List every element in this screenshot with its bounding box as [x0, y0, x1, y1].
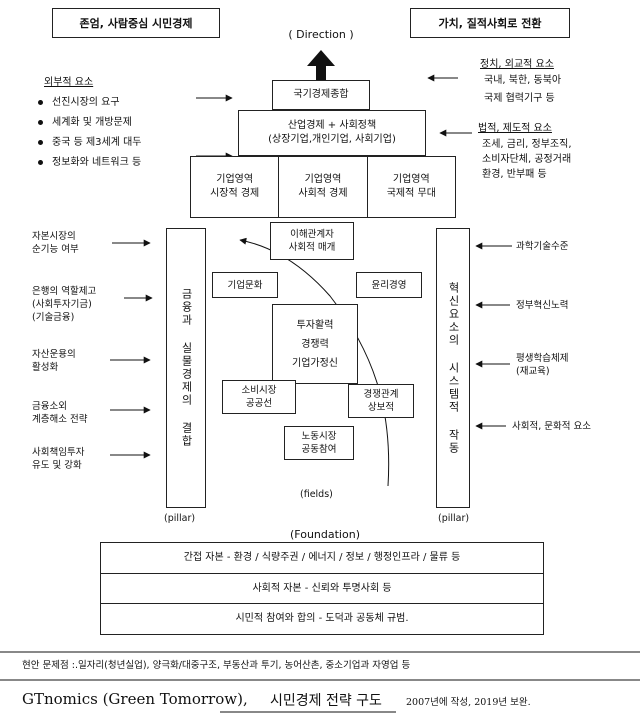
- footer-title: GTnomics (Green Tomorrow),: [22, 690, 248, 708]
- field-stakeholders: 이해관계자 사회적 매개: [270, 222, 354, 260]
- list-item: 국내, 북한, 동북아: [484, 75, 562, 86]
- list-item: 소비자단체, 공정거래: [482, 154, 572, 165]
- pyramid-tier2-industry-social-policy: 산업경제 + 사회정책 (상장기업,개인기업, 사회기업): [238, 110, 426, 156]
- list-item: 정보화와 네트워크 등: [38, 156, 142, 176]
- right-note-social-culture: 사회적, 문화적 요소: [512, 421, 591, 432]
- direction-arrow: [307, 50, 335, 80]
- right-note-lifelong-learning: 평생학습체제 (재교육): [516, 353, 569, 377]
- list-item: 중국 등 제3세계 대두: [38, 136, 142, 156]
- list-item: 조세, 금리, 정부조직,: [482, 139, 572, 150]
- fields-label: (fields): [300, 489, 333, 500]
- external-factors-title: 외부적 요소: [44, 77, 94, 88]
- title-citizen-economy: 존엄, 사람중심 시민경제: [52, 8, 220, 38]
- right-note-science: 과학기술수준: [516, 241, 569, 252]
- left-note-asset-management: 자산운용의 활성화: [32, 349, 76, 373]
- left-note-bank-role: 은행의 역할제고 (사회투자기금) (기술금융): [32, 286, 97, 323]
- direction-label: ( Direction ): [288, 27, 354, 41]
- list-item: 국제 협력기구 등: [484, 93, 555, 104]
- footer-note: 2007년에 작성, 2019년 보완.: [406, 697, 531, 708]
- current-issues: 현안 문제점 :.일자리(청년실업), 양극화/대중구조, 부동산과 투기, 농…: [22, 660, 411, 671]
- pyramid-tier3: 기업영역 시장적 경제 기업영역 사회적 경제 기업영역 국제적 무대: [190, 156, 456, 218]
- list-item: 선진시장의 요구: [38, 96, 142, 116]
- foundation-row-infrastructure: 간접 자본 - 환경 / 식량주권 / 에너지 / 정보 / 행정인프라 / 물…: [101, 543, 543, 574]
- list-item: 세계화 및 개방문제: [38, 116, 142, 136]
- pillar-right-text: 혁신요소의 시스템적 작동: [447, 281, 460, 455]
- political-factors-title: 정치, 외교적 요소: [480, 59, 554, 70]
- left-note-capital-market: 자본시장의 순기능 여부: [32, 231, 79, 255]
- pyramid-cell-international: 기업영역 국제적 무대: [386, 174, 436, 199]
- right-note-gov-innovation: 정부혁신노력: [516, 300, 569, 311]
- foundation-label: (Foundation): [290, 528, 360, 541]
- pyramid-cell-market: 기업영역 시장적 경제: [191, 157, 280, 217]
- pillar-right-label: (pillar): [438, 513, 470, 524]
- pillar-left: 금융과 실물경제의 결합: [166, 228, 206, 508]
- field-corporate-culture: 기업문화: [212, 272, 278, 298]
- legal-factors-title: 법적, 제도적 요소: [478, 123, 552, 134]
- legal-factors-list: 조세, 금리, 정부조직, 소비자단체, 공정거래 환경, 반부패 등: [482, 138, 572, 183]
- pillar-left-label: (pillar): [164, 513, 196, 524]
- left-note-financial-exclusion: 금융소외 계층해소 전략: [32, 401, 88, 425]
- foundation-box: 간접 자본 - 환경 / 식량주권 / 에너지 / 정보 / 행정인프라 / 물…: [100, 542, 544, 635]
- political-factors-list: 국내, 북한, 동북아 국제 협력기구 등: [484, 74, 561, 110]
- pyramid-cell-social: 기업영역 사회적 경제: [279, 157, 368, 217]
- pillar-right: 혁신요소의 시스템적 작동: [436, 228, 470, 508]
- pyramid-tier1-national-economy: 국기경제종합: [272, 80, 370, 110]
- list-item: 환경, 반부패 등: [482, 169, 547, 180]
- foundation-row-civic-participation: 시민적 참여와 합의 - 도덕과 공동체 규범.: [235, 613, 409, 625]
- footer-subtitle: 시민경제 전략 구도: [270, 693, 382, 709]
- field-consumer-market: 소비시장 공공선: [222, 380, 296, 414]
- pillar-left-text: 금융과 실물경제의 결합: [180, 288, 193, 448]
- field-center-investment: 투자활력 경쟁력 기업가정신: [272, 304, 358, 384]
- foundation-row-social-capital: 사회적 자본 - 신뢰와 투명사회 등: [101, 574, 543, 605]
- title-value-transition: 가치, 질적사회로 전환: [410, 8, 570, 38]
- left-note-sri: 사회책임투자 유도 및 강화: [32, 447, 85, 471]
- field-labor-market: 노동시장 공동참여: [284, 426, 354, 460]
- external-factors-list: 선진시장의 요구 세계화 및 개방문제 중국 등 제3세계 대두 정보화와 네트…: [38, 96, 142, 176]
- field-competition: 경쟁관계 상보적: [348, 384, 414, 418]
- field-ethics-management: 윤리경영: [356, 272, 422, 298]
